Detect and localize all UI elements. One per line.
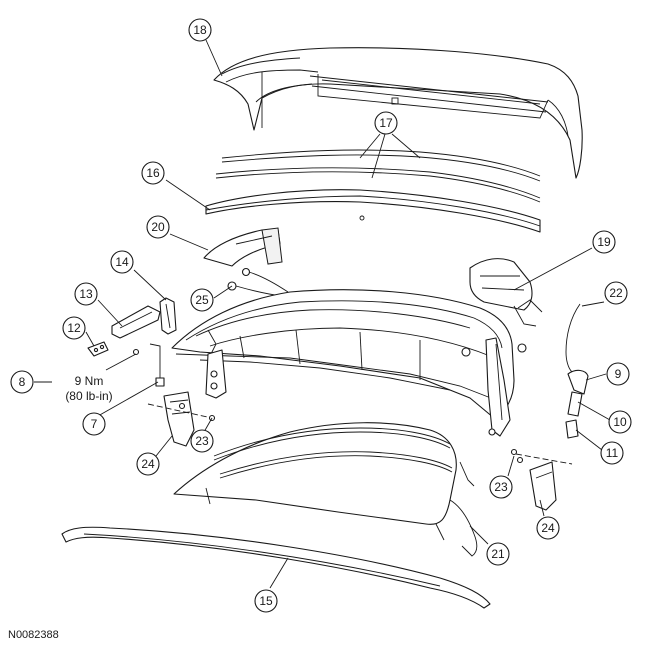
callout-21: 21 (486, 542, 510, 566)
callout-7: 7 (82, 412, 106, 436)
part-10-seal (567, 391, 583, 417)
part-20-quarter-trim (203, 227, 283, 267)
roof-frame-assembly (171, 289, 527, 437)
leader-lines (34, 39, 611, 589)
callout-15: 15 (254, 589, 278, 613)
part-16-header-panel (205, 189, 541, 233)
part-24-right-bracket (510, 448, 573, 511)
part-19-quarter-trim (469, 258, 543, 327)
part-24-left-bracket (147, 391, 216, 447)
svg-text:13: 13 (79, 287, 93, 301)
callout-23-left: 23 (190, 429, 214, 453)
svg-text:20: 20 (151, 220, 165, 234)
svg-text:22: 22 (609, 286, 623, 300)
callout-23-right: 23 (489, 475, 513, 499)
svg-text:15: 15 (259, 594, 273, 608)
callout-10: 10 (608, 410, 632, 434)
part-9-latch-cover (567, 369, 589, 395)
callout-25: 25 (190, 288, 214, 312)
part-25-wiring (227, 267, 289, 297)
part-22-weatherstrip (565, 303, 581, 373)
svg-text:(80 lb-in): (80 lb-in) (65, 389, 112, 403)
callout-24-left: 24 (136, 452, 160, 476)
part-12-clip (87, 341, 109, 357)
callout-18: 18 (188, 18, 212, 42)
callout-22: 22 (604, 281, 628, 305)
svg-text:14: 14 (115, 255, 129, 269)
part-14-bracket (159, 297, 177, 335)
callout-16: 16 (141, 161, 165, 185)
part-21-cover-panel (173, 422, 478, 557)
svg-text:7: 7 (91, 417, 98, 431)
svg-text:25: 25 (195, 293, 209, 307)
callout-24-right: 24 (536, 516, 560, 540)
callout-13: 13 (74, 282, 98, 306)
svg-text:17: 17 (379, 116, 393, 130)
callout-9: 9 (606, 362, 630, 386)
svg-text:9: 9 (615, 367, 622, 381)
svg-text:16: 16 (146, 166, 160, 180)
part-17-trim-strips (215, 149, 541, 203)
callout-19: 19 (592, 230, 616, 254)
figure-code: N0082388 (8, 629, 59, 641)
part-11-clip (565, 419, 579, 439)
svg-text:23: 23 (494, 480, 508, 494)
callout-14: 14 (110, 250, 134, 274)
svg-text:9 Nm: 9 Nm (75, 374, 104, 388)
callout-8: 8 (10, 370, 34, 394)
svg-text:18: 18 (193, 23, 207, 37)
svg-text:24: 24 (141, 457, 155, 471)
callout-12: 12 (62, 316, 86, 340)
svg-text:21: 21 (491, 547, 505, 561)
svg-text:8: 8 (19, 375, 26, 389)
callout-17: 17 (374, 111, 398, 135)
svg-text:11: 11 (606, 446, 619, 460)
part-15-molding (61, 526, 491, 609)
svg-text:12: 12 (67, 321, 81, 335)
part-7-bolt (132, 343, 165, 387)
svg-text:19: 19 (597, 235, 611, 249)
callout-20: 20 (146, 215, 170, 239)
callout-11: 11 (600, 441, 624, 465)
part-13-trim-panel (111, 305, 161, 339)
svg-text:24: 24 (541, 521, 555, 535)
svg-text:10: 10 (613, 415, 627, 429)
part-18-headliner (213, 47, 583, 179)
svg-text:23: 23 (195, 434, 209, 448)
torque-spec: 9 Nm (80 lb-in) (65, 374, 112, 403)
